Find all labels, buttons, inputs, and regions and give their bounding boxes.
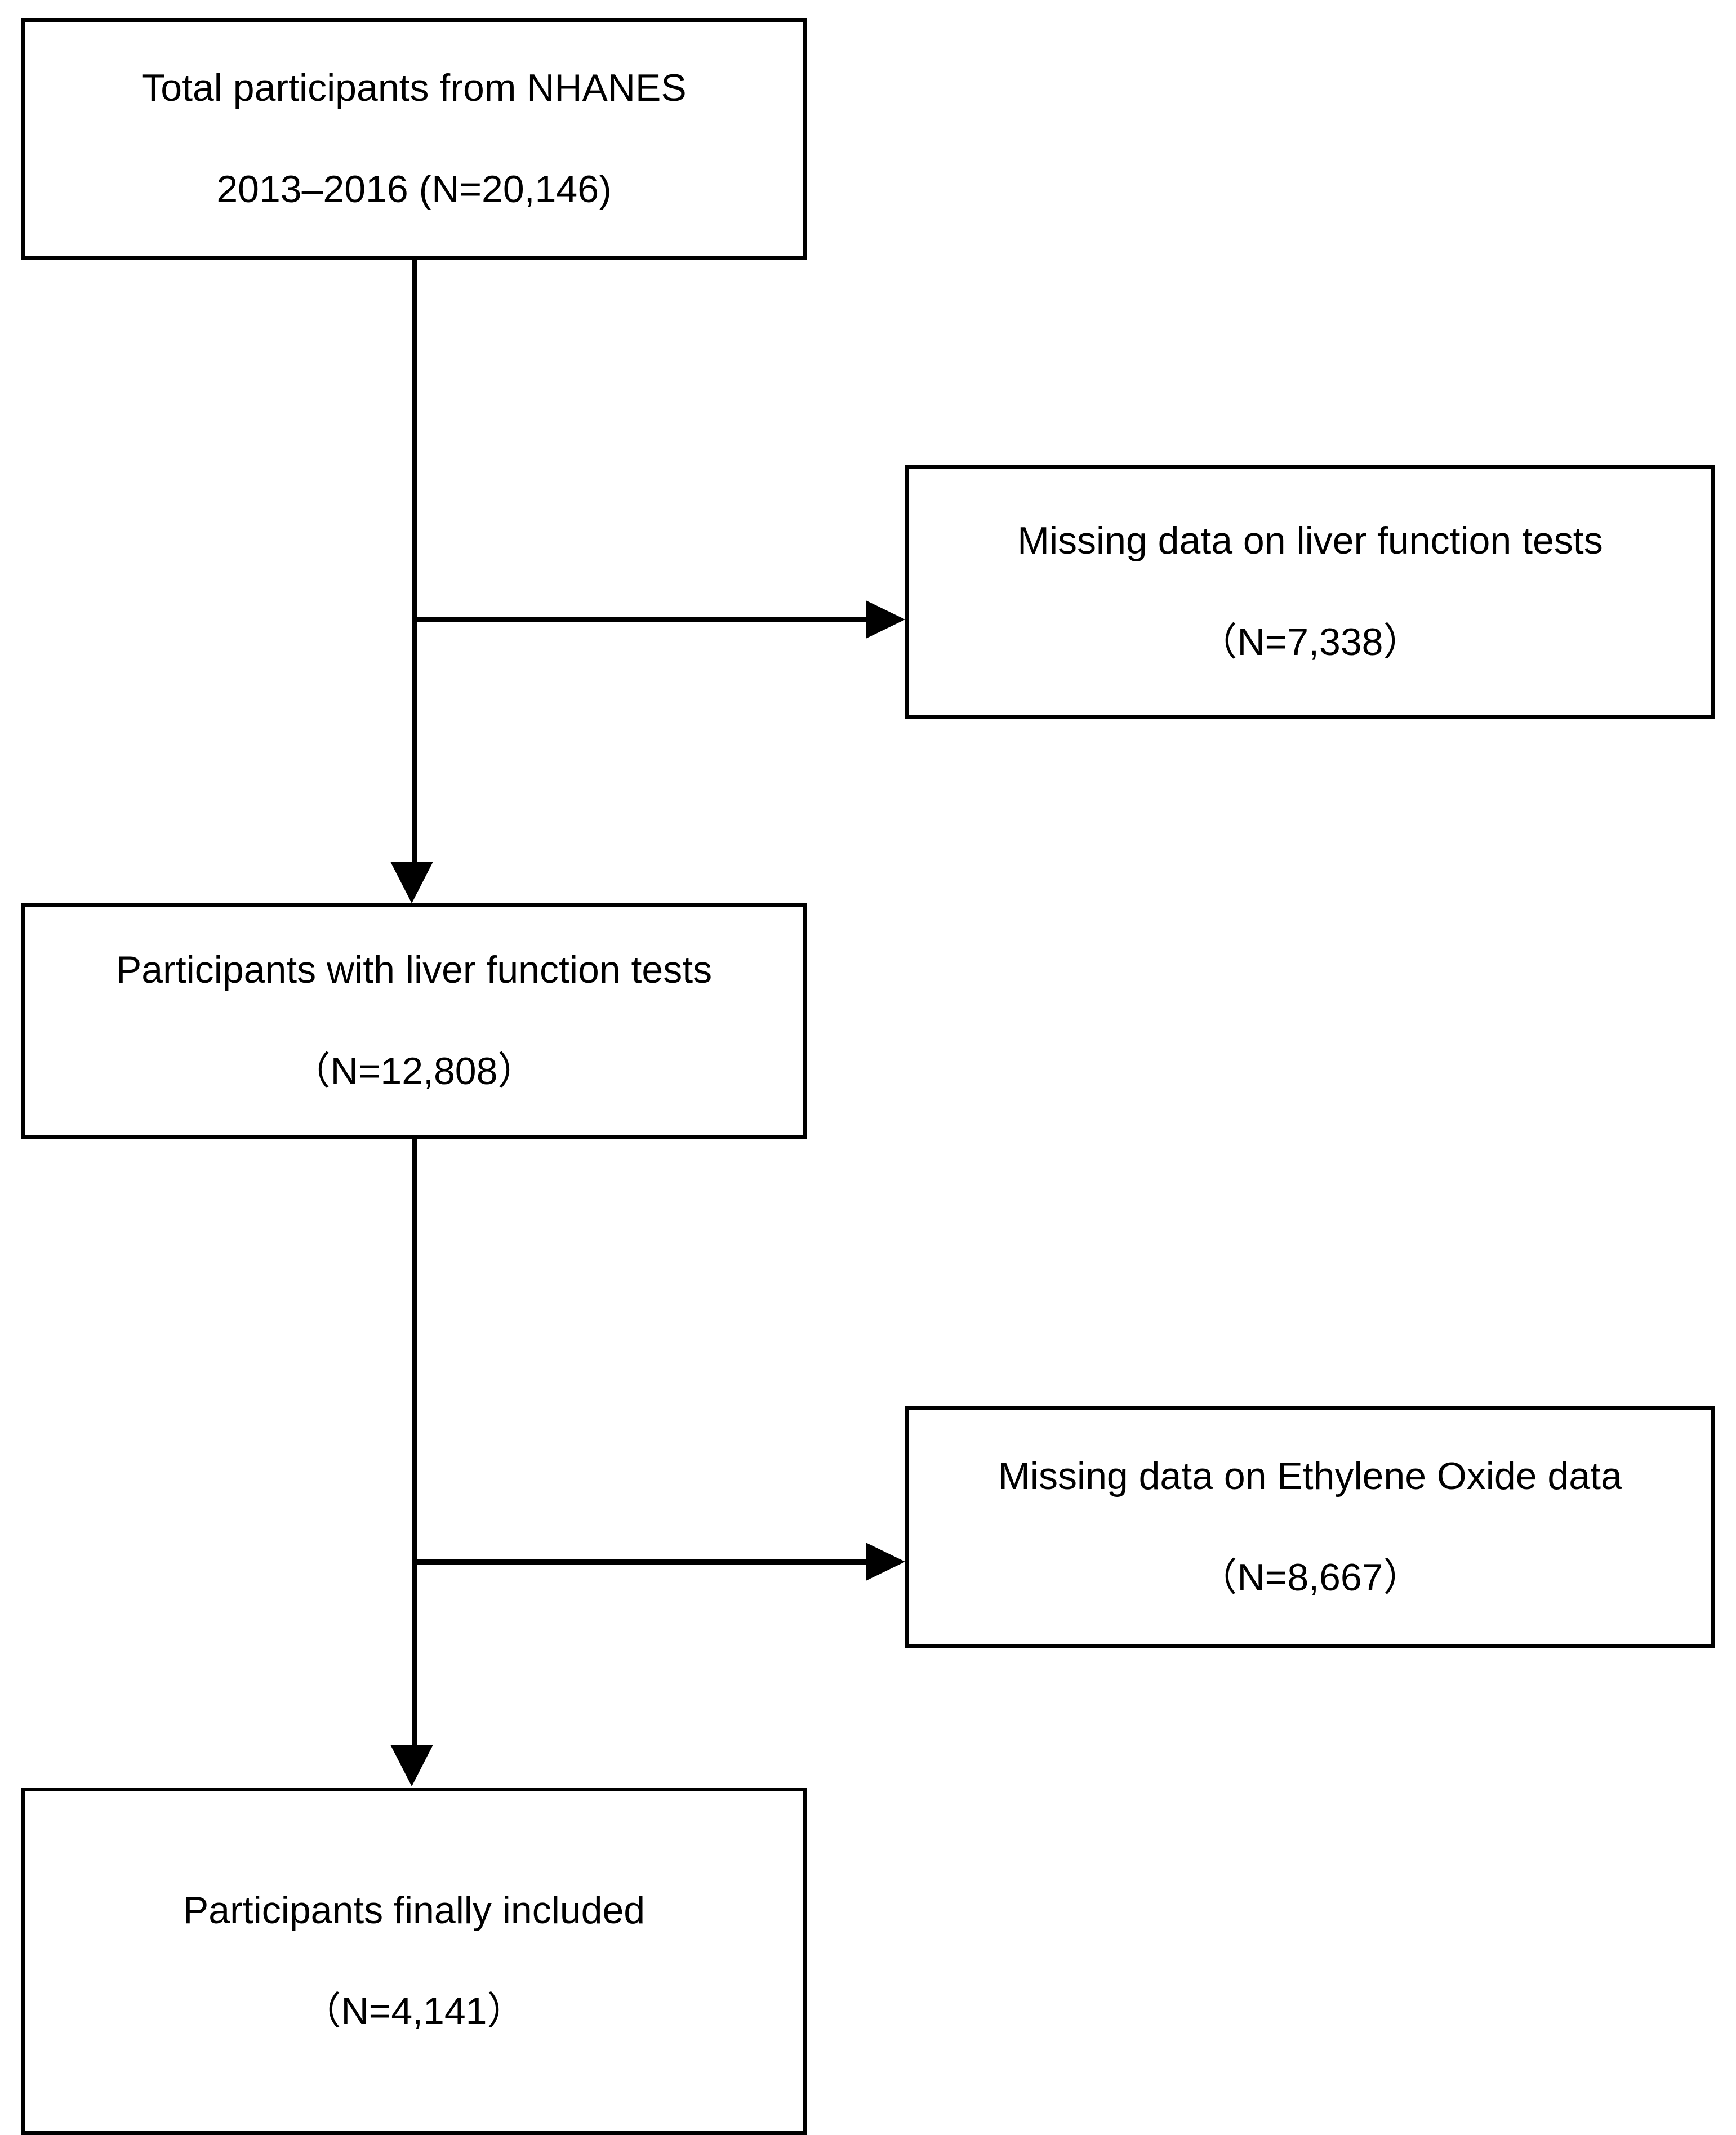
node-participants-final-line1: Participants finally included xyxy=(182,1888,646,1932)
node-missing-liver-function: Missing data on liver function tests （N=… xyxy=(905,465,1715,719)
node-missing-liver-function-line2: （N=7,338） xyxy=(1199,620,1422,663)
node-missing-liver-function-text: Missing data on liver function tests （N=… xyxy=(1000,466,1619,719)
node-missing-ethylene-oxide-line1: Missing data on Ethylene Oxide data xyxy=(998,1455,1622,1498)
node-participants-with-liver-function-text: Participants with liver function tests （… xyxy=(99,895,729,1148)
node-participants-final-text: Participants finally included （N=4,141） xyxy=(166,1835,662,2088)
connector-with-liver-function-to-final xyxy=(412,1139,417,1748)
connector-total-to-with-liver-function xyxy=(412,260,417,870)
node-missing-ethylene-oxide-line2: （N=8,667） xyxy=(1199,1555,1422,1599)
arrowhead-right-to-missing-liver-function xyxy=(866,600,905,639)
node-participants-with-liver-function-line2: （N=12,808） xyxy=(292,1049,536,1093)
node-missing-ethylene-oxide-text: Missing data on Ethylene Oxide data （N=8… xyxy=(981,1401,1639,1654)
node-participants-final-line2: （N=4,141） xyxy=(302,1990,526,2033)
arrowhead-down-to-final xyxy=(390,1745,433,1786)
node-total-participants-text: Total participants from NHANES 2013–2016… xyxy=(124,13,703,266)
node-total-participants: Total participants from NHANES 2013–2016… xyxy=(21,18,807,260)
node-participants-with-liver-function-line1: Participants with liver function tests xyxy=(115,948,713,992)
connector-branch-missing-ethylene-oxide xyxy=(414,1559,867,1565)
connector-branch-missing-liver-function xyxy=(414,617,867,622)
node-participants-final: Participants finally included （N=4,141） xyxy=(21,1788,807,2135)
node-missing-liver-function-line1: Missing data on liver function tests xyxy=(1017,519,1603,563)
arrowhead-right-to-missing-ethylene-oxide xyxy=(866,1543,905,1581)
node-total-participants-line2: 2013–2016 (N=20,146) xyxy=(216,167,612,211)
node-total-participants-line1: Total participants from NHANES xyxy=(141,66,687,110)
arrowhead-down-to-with-liver-function xyxy=(390,862,433,903)
node-participants-with-liver-function: Participants with liver function tests （… xyxy=(21,903,807,1139)
node-missing-ethylene-oxide: Missing data on Ethylene Oxide data （N=8… xyxy=(905,1406,1715,1648)
